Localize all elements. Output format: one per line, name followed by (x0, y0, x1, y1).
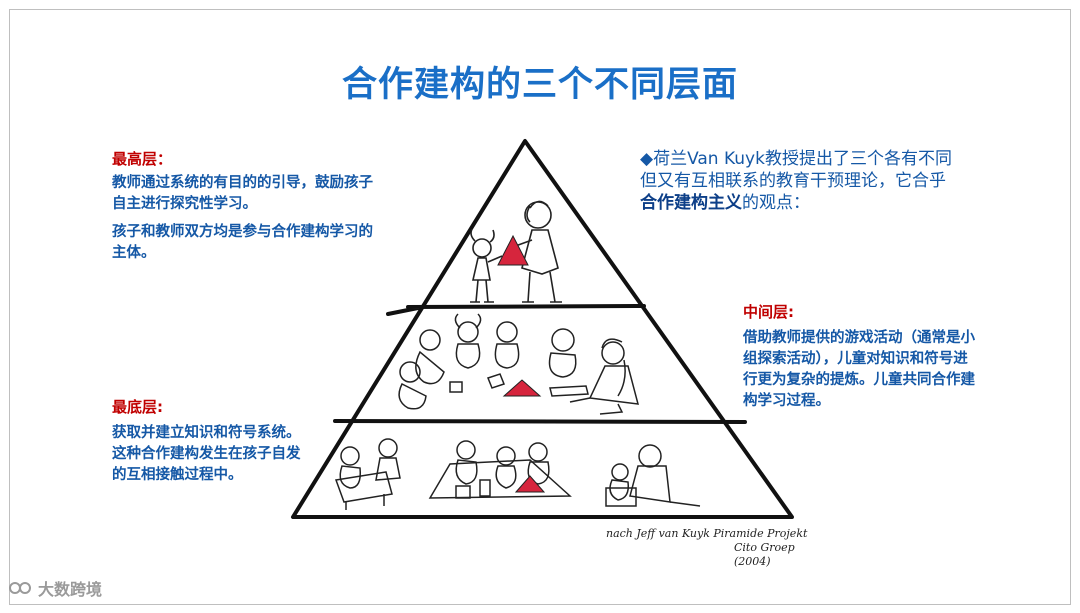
middle-tier-figures (398, 313, 640, 415)
middle-level-text-line-2: 组探索活动），儿童对知识和符号进 (743, 351, 968, 367)
illustration-credit: nach Jeff van Kuyk Piramide Projekt Cito… (606, 527, 826, 569)
bottom-tier-figures (334, 438, 701, 510)
watermark-text: 大数跨境 (38, 580, 103, 599)
credit-line-1: nach Jeff van Kuyk Piramide Projekt (606, 527, 808, 540)
bottom-level-label: 最底层: (112, 398, 163, 416)
top-level-text-line-3: 孩子和教师双方均是参与合作建构学习的 (112, 224, 373, 240)
intro-line-3: 合作建构主义的观点： (640, 192, 980, 214)
bottom-level-text-line-3: 的互相接触过程中。 (112, 467, 243, 483)
top-level-text-line-4: 主体。 (112, 245, 156, 261)
bottom-level-text-line-2: 这种合作建构发生在孩子自发 (112, 446, 301, 462)
intro-line-1: ◆荷兰Van Kuyk教授提出了三个各有不同 (640, 149, 952, 169)
intro-line-3-rest: 的观点： (742, 193, 810, 213)
middle-level-text-line-4: 构学习过程。 (743, 393, 830, 409)
middle-level-label: 中间层: (743, 303, 794, 321)
red-pyramid-block-bottom (514, 475, 546, 493)
watermark-logo-icon (9, 582, 31, 594)
red-pyramid-block-middle (502, 379, 542, 397)
intro-emphasis: 合作建构主义 (640, 193, 742, 213)
slide: 合作建构的三个不同层面 (9, 9, 1071, 605)
watermark: 大数跨境 (8, 576, 102, 600)
pyramid-illustration (291, 139, 794, 519)
intro-paragraph: ◆荷兰Van Kuyk教授提出了三个各有不同 但又有互相联系的教育干预理论，它合… (640, 148, 980, 214)
middle-level-text-line-1: 借助教师提供的游戏活动（通常是小 (743, 330, 975, 346)
top-level-text-line-2: 自主进行探究性学习。 (112, 196, 257, 212)
red-pyramid-block-top (497, 234, 529, 266)
top-tier-figures (470, 200, 562, 303)
top-level-label: 最高层： (112, 150, 173, 168)
intro-line-2: 但又有互相联系的教育干预理论，它合乎 (640, 171, 946, 191)
top-level-text-line-1: 教师通过系统的有目的的引导，鼓励孩子 (112, 175, 373, 191)
credit-line-2: Cito Groep (2004) (734, 541, 795, 568)
slide-title: 合作建构的三个不同层面 (341, 65, 738, 105)
middle-level-text-line-3: 行更为复杂的提炼。儿童共同合作建 (743, 372, 975, 388)
bottom-level-text-line-1: 获取并建立知识和符号系统。 (112, 425, 301, 441)
